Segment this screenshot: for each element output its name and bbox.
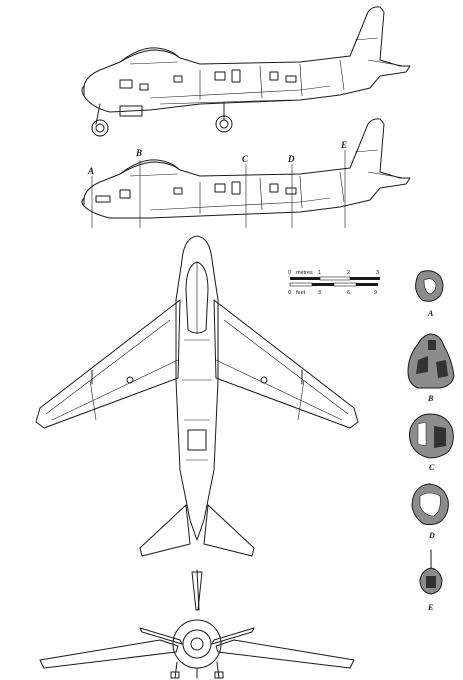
section-label-e: E <box>427 603 433 612</box>
plan-view <box>35 235 359 557</box>
section-e: E <box>419 549 443 612</box>
station-markers: A B C D E <box>87 140 347 228</box>
station-label-b: B <box>135 148 142 158</box>
scale-metres-2: 2 <box>347 270 350 276</box>
scale-feet-3: 3 <box>318 290 321 296</box>
scale-metres-1: 1 <box>318 270 321 276</box>
section-label-d: D <box>428 531 435 540</box>
section-a: A <box>415 270 444 318</box>
section-d: D <box>411 483 449 540</box>
scale-feet-label: feet <box>296 290 306 296</box>
station-label-e: E <box>340 140 347 150</box>
section-label-b: B <box>427 394 434 403</box>
side-view-stations: A B C D E <box>81 118 411 228</box>
scale-bar: 0 metres 1 2 3 0 feet 3 6 9 <box>288 270 380 296</box>
section-label-c: C <box>429 463 435 472</box>
scale-metres-0: 0 <box>288 270 291 276</box>
section-label-a: A <box>427 309 434 318</box>
scale-metres-label: metres <box>296 270 313 276</box>
station-label-d: D <box>287 154 295 164</box>
scale-metres-3: 3 <box>376 270 379 276</box>
cross-sections: A B C D E <box>407 270 455 612</box>
station-label-a: A <box>87 166 94 176</box>
station-label-c: C <box>242 154 249 164</box>
section-b: B <box>407 333 455 403</box>
scale-feet-9: 9 <box>374 290 377 296</box>
scale-feet-0: 0 <box>288 290 291 296</box>
side-view-gear-down <box>81 6 411 137</box>
front-view <box>39 569 355 679</box>
section-c: C <box>408 413 454 472</box>
scale-feet-6: 6 <box>347 290 350 296</box>
